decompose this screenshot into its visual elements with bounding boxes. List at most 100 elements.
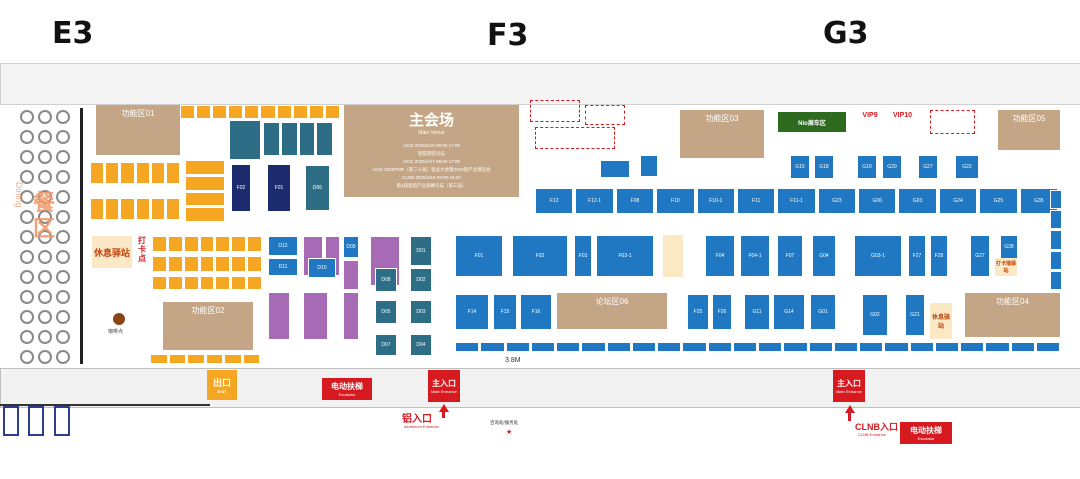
booth-d12[interactable]: D12 [268, 236, 298, 256]
booth[interactable] [228, 105, 244, 119]
booth-f11[interactable]: F11 [736, 188, 776, 214]
booth-f02[interactable]: F02 [232, 165, 250, 211]
booth[interactable] [185, 160, 225, 175]
booth[interactable] [298, 122, 316, 156]
booth[interactable] [231, 256, 247, 272]
booth-f01[interactable]: F01 [268, 165, 290, 211]
booth[interactable] [150, 354, 168, 364]
booth-g11[interactable]: G11 [744, 294, 770, 330]
escalator-right[interactable]: 电动扶梯 Escalator [900, 422, 952, 444]
function-zone-02[interactable]: 功能区02 [163, 302, 253, 350]
booth[interactable] [244, 105, 260, 119]
booth[interactable] [199, 236, 215, 252]
checkin-wall-station[interactable]: 打卡墙驿站 [995, 258, 1017, 276]
booth-d08[interactable]: D08 [375, 268, 397, 292]
main-entrance-left[interactable]: 主入口 Main Entrance [428, 370, 460, 402]
booth-purple-c[interactable] [268, 292, 290, 340]
main-venue[interactable]: 主会场 Main Venue AICE 2025/4/16 09:00-17:0… [344, 105, 519, 197]
booth-f10-1[interactable]: F10-1 [696, 188, 735, 214]
booth[interactable] [247, 236, 263, 252]
booth[interactable] [185, 175, 225, 191]
booth-d03[interactable]: D03 [410, 300, 432, 324]
booth[interactable] [187, 354, 205, 364]
booth[interactable] [292, 105, 308, 119]
booth[interactable] [205, 354, 223, 364]
booth[interactable] [199, 276, 215, 290]
booth[interactable] [180, 105, 196, 119]
function-zone-05[interactable]: 功能区05 [998, 110, 1060, 150]
booth-f15[interactable]: F15 [493, 294, 517, 330]
booth[interactable] [199, 256, 215, 272]
booth-small[interactable] [640, 155, 658, 177]
booth[interactable] [231, 276, 247, 290]
booth-g02[interactable]: G02 [862, 294, 888, 336]
booth-f10[interactable]: F10 [656, 188, 695, 214]
booth-d09[interactable]: D09 [343, 236, 359, 258]
booth-f25[interactable]: F25 [687, 294, 709, 330]
exit-sign[interactable]: 出口 EXIT [207, 370, 237, 400]
booth[interactable] [185, 191, 225, 207]
function-zone-03[interactable]: 功能区03 [680, 110, 764, 158]
booth-f03[interactable]: F03 [574, 235, 592, 277]
booth[interactable] [167, 276, 183, 290]
booth[interactable] [150, 198, 165, 220]
booth[interactable] [152, 236, 167, 252]
aluminum-entrance-label[interactable]: 铝入口 [402, 414, 432, 425]
booth-d01[interactable]: D01 [410, 236, 432, 266]
booth-d02[interactable]: D02 [410, 268, 432, 292]
booth[interactable] [152, 256, 167, 272]
booth[interactable] [242, 354, 260, 364]
booth[interactable] [120, 198, 135, 220]
booth-f08[interactable]: F08 [615, 188, 655, 214]
booth-g18[interactable]: G18 [814, 155, 834, 179]
booth-g27[interactable]: G27 [970, 235, 990, 277]
booth-d05[interactable]: D05 [375, 300, 397, 324]
booth[interactable] [165, 162, 181, 184]
booth-block[interactable] [229, 120, 261, 160]
booth[interactable] [196, 105, 212, 119]
booth-g21[interactable]: G21 [905, 294, 925, 336]
booth-f14[interactable]: F14 [455, 294, 489, 330]
booth-g15[interactable]: G15 [790, 155, 810, 179]
booth[interactable] [224, 354, 242, 364]
booth-g28[interactable]: G28 [1000, 235, 1018, 259]
booth[interactable] [215, 276, 231, 290]
booth-g03-1[interactable]: G03-1 [854, 235, 902, 277]
booth-purple-f[interactable] [343, 292, 359, 340]
booth[interactable] [167, 256, 183, 272]
booth-g19[interactable]: G19 [857, 155, 877, 179]
function-zone-04[interactable]: 功能区04 [965, 293, 1060, 337]
booth[interactable] [247, 256, 263, 272]
booth[interactable] [276, 105, 292, 119]
booth[interactable] [183, 276, 199, 290]
booth[interactable] [167, 236, 183, 252]
booth-g20[interactable]: G20 [882, 155, 902, 179]
booth-f03-1[interactable]: F03-1 [596, 235, 654, 277]
vip10-room[interactable]: VIP10 [892, 112, 913, 119]
booth[interactable] [316, 122, 333, 156]
forum-zone-06[interactable]: 论坛区06 [557, 293, 667, 329]
booth-f16[interactable]: F16 [520, 294, 552, 330]
booth[interactable] [183, 236, 199, 252]
booth[interactable] [324, 105, 340, 119]
booth[interactable] [152, 276, 167, 290]
booth-f26[interactable]: F26 [712, 294, 732, 330]
booth[interactable] [280, 122, 298, 156]
vip9-room[interactable]: VIP9 [862, 112, 878, 119]
booth-g14[interactable]: G14 [773, 294, 805, 330]
booth-g25[interactable]: G25 [979, 188, 1018, 214]
booth[interactable] [105, 198, 120, 220]
booth[interactable] [135, 162, 150, 184]
booth-d10[interactable]: D10 [308, 258, 336, 278]
booth-f11-1[interactable]: F11-1 [777, 188, 816, 214]
booth-f04-1[interactable]: F04-1 [740, 235, 770, 277]
booth[interactable] [231, 236, 247, 252]
clnb-entrance-label[interactable]: CLNB入口 [855, 422, 898, 432]
booth-g04[interactable]: G04 [812, 235, 836, 277]
booth-d06[interactable]: D06 [305, 165, 330, 211]
booth[interactable] [105, 162, 120, 184]
nio-showcase-zone[interactable]: Nio展车区 [778, 112, 846, 132]
booth-g27-upper[interactable]: G27 [918, 155, 938, 179]
booth[interactable] [150, 162, 165, 184]
booth[interactable] [183, 256, 199, 272]
